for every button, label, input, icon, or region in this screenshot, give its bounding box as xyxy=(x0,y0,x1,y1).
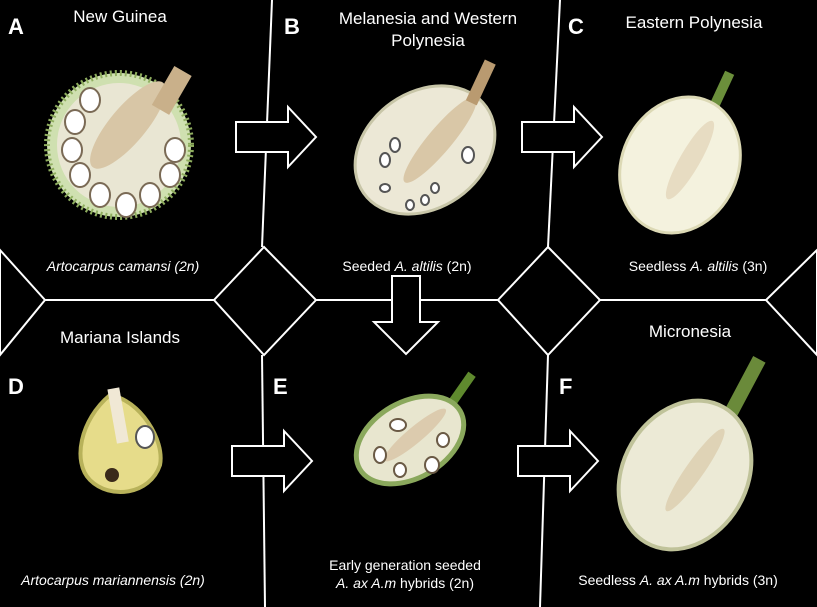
panel-letter-f: F xyxy=(559,374,573,399)
diamond-right-edge xyxy=(764,248,817,357)
fruit-image-mariannensis xyxy=(78,387,163,494)
caption-seedless-altilis: Seedless A. altilis (3n) xyxy=(598,257,798,275)
caption-camansi-species: Artocarpus camansi (2n) xyxy=(46,258,200,274)
region-title-melanesia: Melanesia and Western Polynesia xyxy=(308,8,548,52)
region-title-melanesia-line1: Melanesia and Western xyxy=(338,9,518,28)
region-title-new-guinea: New Guinea xyxy=(73,7,167,26)
arrow-d-to-e xyxy=(231,428,314,494)
divider-bottom-left xyxy=(261,354,266,607)
arrow-e-to-f xyxy=(517,428,600,494)
fruit-image-camansi xyxy=(44,65,194,220)
fruit-image-seedless-altilis xyxy=(618,70,742,235)
caption-hybrid-seedless-pre: Seedless xyxy=(578,572,640,588)
caption-mariannensis: Artocarpus mariannensis (2n) xyxy=(0,571,226,589)
caption-hybrid-seeded-line2: A. ax A.m hybrids (2n) xyxy=(300,574,510,592)
divider-lines xyxy=(45,0,766,607)
panel-letter-e: E xyxy=(273,374,288,399)
caption-hybrid-seeded-species: A. ax A.m xyxy=(336,575,397,591)
arrow-down-to-e xyxy=(371,275,441,356)
caption-hybrid-seedless: Seedless A. ax A.m hybrids (3n) xyxy=(556,571,800,589)
diamond-nodes xyxy=(0,245,817,357)
region-title-eastern-polynesia: Eastern Polynesia xyxy=(625,13,763,32)
caption-hybrid-seeded: Early generation seeded A. ax A.m hybrid… xyxy=(300,556,510,592)
caption-hybrid-seeded-post: hybrids (2n) xyxy=(396,575,474,591)
caption-seeded-altilis-post: (2n) xyxy=(442,258,472,274)
panel-letter-d: D xyxy=(8,374,24,399)
caption-seedless-altilis-pre: Seedless xyxy=(628,258,691,274)
arrow-b-to-c xyxy=(521,104,604,170)
caption-seeded-altilis-species: A. altilis xyxy=(394,258,443,274)
region-title-mariana-islands: Mariana Islands xyxy=(59,328,180,347)
fruit-image-seeded-altilis xyxy=(353,59,497,216)
divider-bottom-right xyxy=(539,354,549,607)
arrow-a-to-b xyxy=(235,104,318,170)
caption-seeded-altilis-pre: Seeded xyxy=(342,258,395,274)
caption-mariannensis-species: Artocarpus mariannensis (2n) xyxy=(21,572,205,588)
fruit-image-hybrid-seeded xyxy=(353,371,476,487)
caption-hybrid-seedless-post: hybrids (3n) xyxy=(699,572,778,588)
diamond-left xyxy=(212,245,318,357)
caption-camansi: Artocarpus camansi (2n) xyxy=(18,257,228,275)
region-title-micronesia: Micronesia xyxy=(648,322,732,341)
caption-hybrid-seeded-line1: Early generation seeded xyxy=(329,557,481,573)
fruit-image-hybrid-seedless xyxy=(616,356,766,552)
panel-letter-a: A xyxy=(8,14,24,39)
caption-seedless-altilis-post: (3n) xyxy=(738,258,768,274)
caption-hybrid-seedless-species: A. ax A.m xyxy=(639,572,700,588)
diamond-right xyxy=(496,245,602,357)
diamond-left-edge xyxy=(0,248,47,357)
panel-letter-c: C xyxy=(568,14,584,39)
caption-seeded-altilis: Seeded A. altilis (2n) xyxy=(312,257,502,275)
panel-letter-b: B xyxy=(284,14,300,39)
arrows xyxy=(231,104,604,494)
caption-seedless-altilis-species: A. altilis xyxy=(690,258,739,274)
region-title-melanesia-line2: Polynesia xyxy=(391,31,465,50)
